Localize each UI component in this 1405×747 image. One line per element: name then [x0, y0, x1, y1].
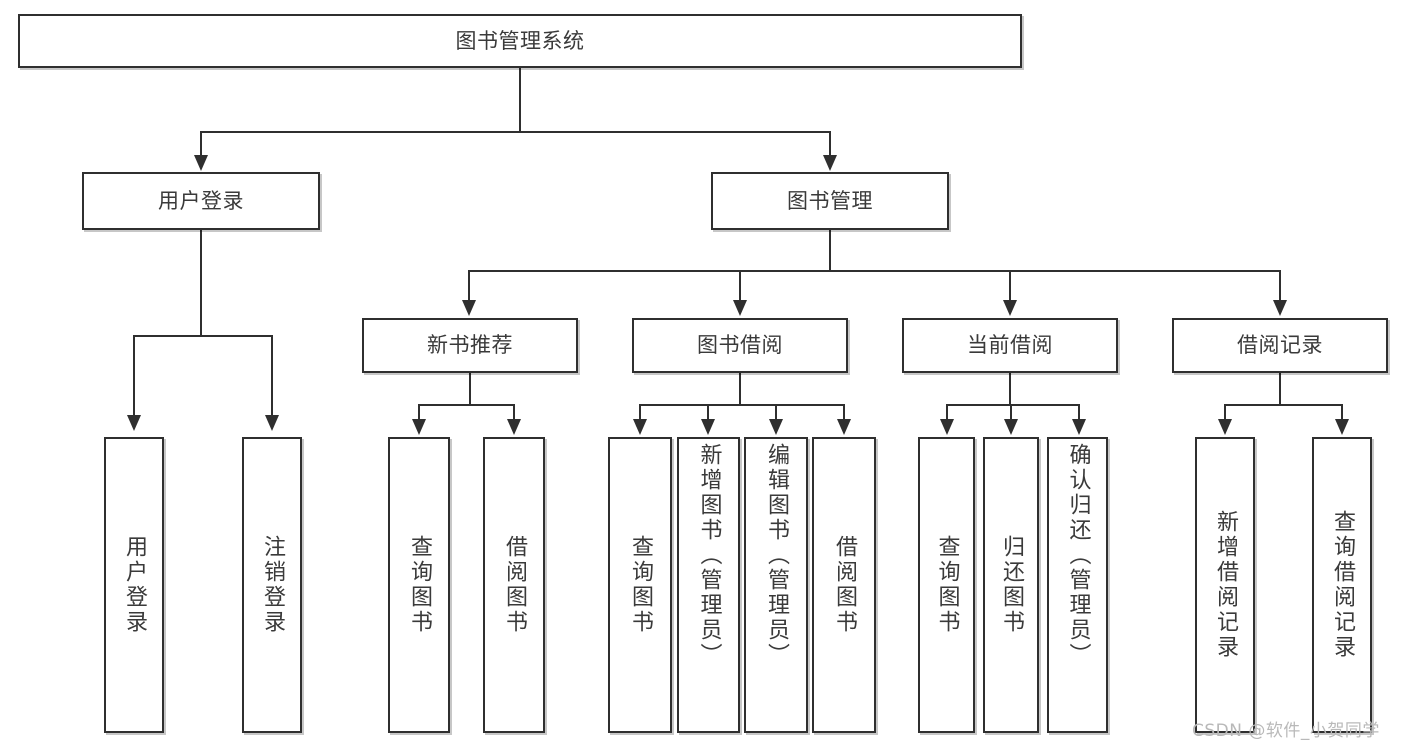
node-leaf-borrow-book-2-label: 借阅图书: [832, 535, 857, 635]
arrowhead-leaf-confirm-return: [1072, 419, 1086, 435]
arrowhead-leaf-borrow-book-2: [837, 419, 851, 435]
node-leaf-user-login-label: 用户登录: [122, 535, 147, 635]
arrowhead-leaf-edit-book: [769, 419, 783, 435]
arrowhead-leaf-return-book: [1004, 419, 1018, 435]
arrowhead-current-borrow: [1003, 300, 1017, 316]
connector-current-borrow-stem: [1009, 373, 1011, 405]
node-borrow-record-label: 借阅记录: [1237, 333, 1323, 358]
connector-borrow-record-stem: [1279, 373, 1281, 405]
connector-book-borrow-to-leaf-1: [639, 404, 641, 421]
connector-new-book-to-leaf-2: [513, 404, 515, 421]
node-leaf-borrow-book-1[interactable]: 借阅图书: [483, 437, 545, 733]
node-leaf-edit-book[interactable]: 编辑图书（管理员）: [744, 437, 808, 733]
arrowhead-leaf-user-login: [127, 415, 141, 431]
node-leaf-add-book-label: 新增图书（管理员）: [696, 443, 722, 668]
connector-current-borrow-bus: [946, 404, 1079, 406]
arrowhead-borrow-record: [1273, 300, 1287, 316]
csdn-watermark: CSDN @软件_小贺同学: [1192, 721, 1380, 741]
connector-current-borrow-to-leaf-2: [1010, 404, 1012, 421]
node-leaf-borrow-book-2[interactable]: 借阅图书: [812, 437, 876, 733]
arrowhead-leaf-query-book-1: [412, 419, 426, 435]
node-leaf-query-book-1[interactable]: 查询图书: [388, 437, 450, 733]
arrowhead-leaf-query-record: [1335, 419, 1349, 435]
connector-book-manage-stem: [829, 230, 831, 271]
node-leaf-query-book-2-label: 查询图书: [628, 535, 653, 635]
node-book-borrow-label: 图书借阅: [697, 333, 783, 358]
arrowhead-new-book-recommend: [462, 300, 476, 316]
connector-new-book-stem: [469, 373, 471, 405]
node-leaf-add-book[interactable]: 新增图书（管理员）: [677, 437, 740, 733]
node-leaf-edit-book-label: 编辑图书（管理员）: [764, 443, 789, 668]
connector-book-manage-to-new-book: [468, 270, 470, 302]
arrowhead-leaf-query-book-2: [633, 419, 647, 435]
node-leaf-logout-label: 注销登录: [260, 535, 285, 635]
connector-book-borrow-to-leaf-2: [707, 404, 709, 421]
node-user-login-label: 用户登录: [158, 188, 244, 213]
node-user-login[interactable]: 用户登录: [82, 172, 320, 230]
node-borrow-record[interactable]: 借阅记录: [1172, 318, 1388, 373]
node-root-label: 图书管理系统: [455, 28, 585, 53]
node-new-book-recommend[interactable]: 新书推荐: [362, 318, 578, 373]
connector-new-book-to-leaf-1: [418, 404, 420, 421]
connector-root-to-book-manage: [829, 131, 831, 157]
connector-user-login-bus: [133, 335, 272, 337]
arrowhead-leaf-add-book: [701, 419, 715, 435]
connector-book-manage-to-current-borrow: [1009, 270, 1011, 302]
arrowhead-book-borrow: [733, 300, 747, 316]
arrowhead-leaf-logout: [265, 415, 279, 431]
node-book-manage-label: 图书管理: [787, 188, 873, 213]
node-current-borrow[interactable]: 当前借阅: [902, 318, 1118, 373]
node-leaf-logout[interactable]: 注销登录: [242, 437, 302, 733]
node-leaf-borrow-book-1-label: 借阅图书: [502, 535, 527, 635]
node-leaf-user-login[interactable]: 用户登录: [104, 437, 164, 733]
connector-current-borrow-to-leaf-1: [946, 404, 948, 421]
node-leaf-add-record-label: 新增借阅记录: [1213, 510, 1238, 660]
connector-user-login-stem: [200, 230, 202, 336]
arrowhead-leaf-query-book-3: [940, 419, 954, 435]
arrowhead-user-login: [194, 155, 208, 171]
node-leaf-query-record-label: 查询借阅记录: [1330, 510, 1355, 660]
connector-root-to-user-login: [200, 131, 202, 157]
connector-user-login-to-leaf-2: [271, 335, 273, 417]
connector-user-login-to-leaf-1: [133, 335, 135, 417]
connector-book-borrow-to-leaf-3: [775, 404, 777, 421]
node-book-borrow[interactable]: 图书借阅: [632, 318, 848, 373]
node-current-borrow-label: 当前借阅: [967, 333, 1053, 358]
connector-root-stem: [519, 68, 521, 132]
connector-book-manage-to-book-borrow: [739, 270, 741, 302]
node-leaf-add-record[interactable]: 新增借阅记录: [1195, 437, 1255, 733]
node-leaf-query-book-3-label: 查询图书: [934, 535, 960, 635]
node-leaf-return-book[interactable]: 归还图书: [983, 437, 1039, 733]
node-leaf-confirm-return-label: 确认归还（管理员）: [1065, 443, 1091, 668]
node-leaf-return-book-label: 归还图书: [999, 535, 1024, 635]
node-new-book-recommend-label: 新书推荐: [427, 333, 513, 358]
connector-book-borrow-bus: [639, 404, 844, 406]
arrowhead-book-manage: [823, 155, 837, 171]
connector-book-borrow-stem: [739, 373, 741, 405]
connector-book-manage-to-borrow-record: [1279, 270, 1281, 302]
connector-book-borrow-to-leaf-4: [843, 404, 845, 421]
node-book-manage[interactable]: 图书管理: [711, 172, 949, 230]
connector-root-bus: [200, 131, 830, 133]
connector-book-manage-bus: [468, 270, 1280, 272]
node-leaf-query-book-2[interactable]: 查询图书: [608, 437, 672, 733]
arrowhead-leaf-borrow-book-1: [507, 419, 521, 435]
connector-borrow-record-bus: [1224, 404, 1343, 406]
connector-borrow-record-to-leaf-1: [1224, 404, 1226, 421]
arrowhead-leaf-add-record: [1218, 419, 1232, 435]
node-leaf-query-book-3[interactable]: 查询图书: [918, 437, 975, 733]
node-root[interactable]: 图书管理系统: [18, 14, 1022, 68]
node-leaf-confirm-return[interactable]: 确认归还（管理员）: [1047, 437, 1108, 733]
node-leaf-query-record[interactable]: 查询借阅记录: [1312, 437, 1372, 733]
connector-new-book-bus: [418, 404, 514, 406]
connector-current-borrow-to-leaf-3: [1078, 404, 1080, 421]
connector-borrow-record-to-leaf-2: [1341, 404, 1343, 421]
node-leaf-query-book-1-label: 查询图书: [407, 535, 432, 635]
